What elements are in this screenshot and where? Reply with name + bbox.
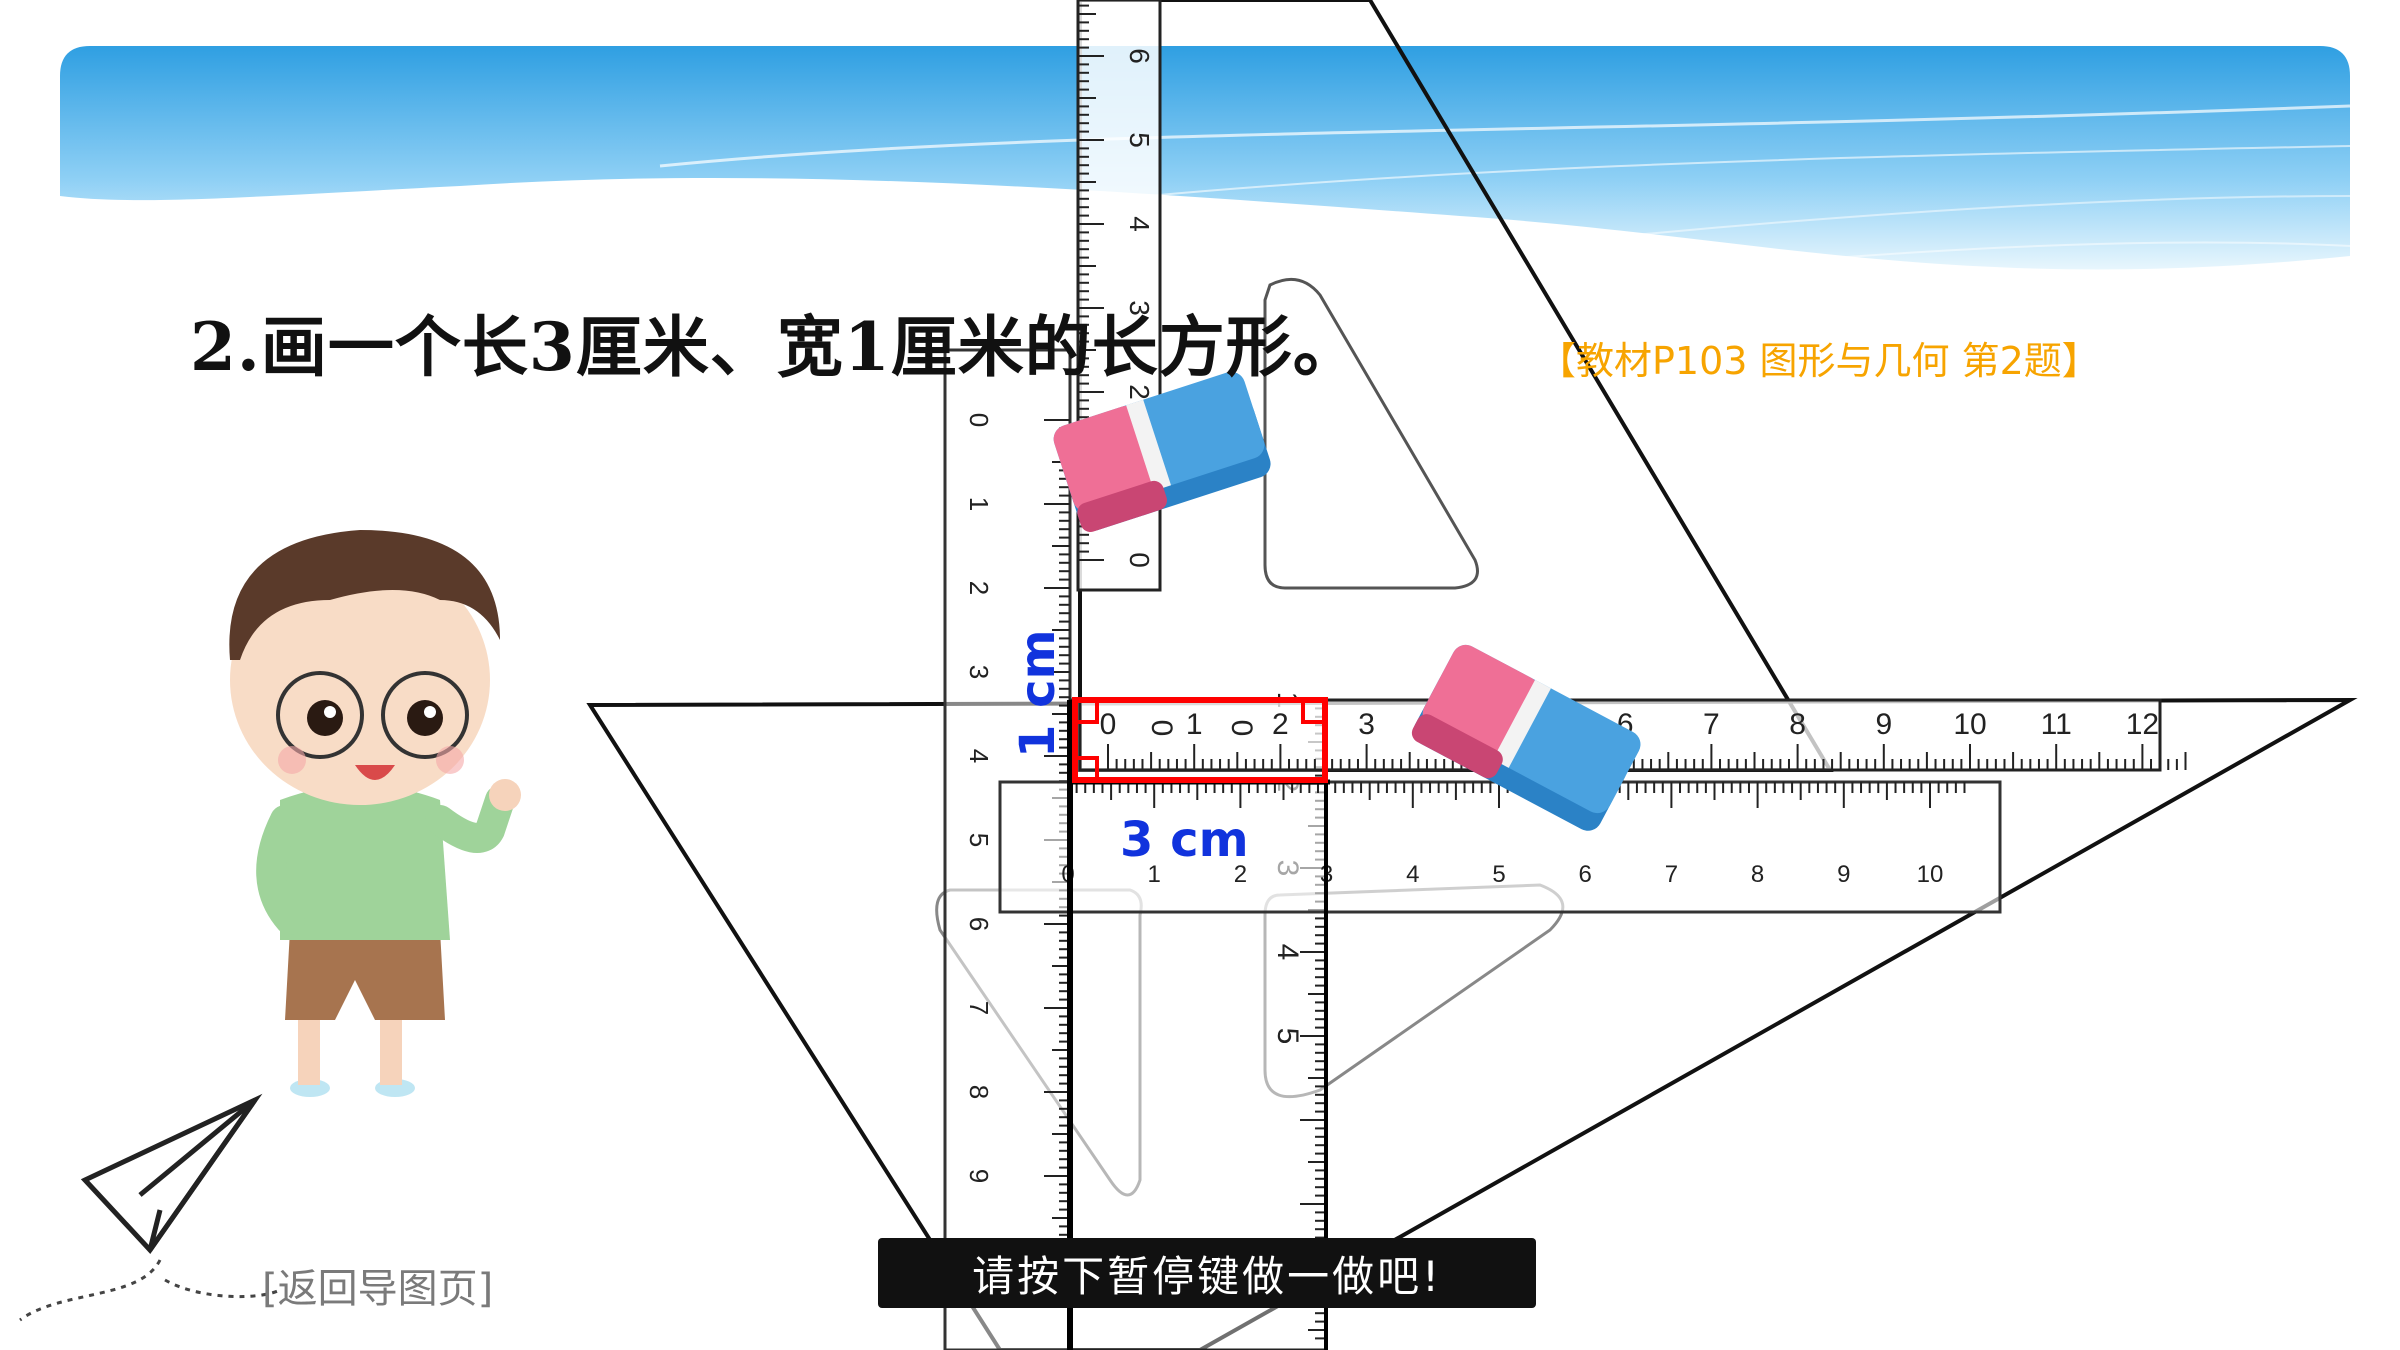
- boy-illustration: [229, 530, 521, 1097]
- ruler-tick-label: 6: [1124, 48, 1155, 64]
- eraser-icon: [1053, 371, 1271, 533]
- ruler-tick-label: 2: [1234, 861, 1247, 888]
- ruler-tick-label: 5: [1492, 861, 1505, 888]
- question-title: 2.画一个长3厘米、宽1厘米的长方形。: [190, 308, 1360, 386]
- ruler-tick-label: 3: [964, 665, 994, 679]
- set-square-cutout: [1263, 277, 1479, 590]
- ruler-tick-label: 7: [1665, 861, 1678, 888]
- ruler-tick-label: 3: [1358, 708, 1375, 741]
- back-to-map-link[interactable]: [返回导图页]: [262, 1266, 494, 1312]
- ruler-tick-label: 7: [1703, 708, 1720, 741]
- ruler-tick-label: 12: [2126, 708, 2159, 741]
- ruler-tick-label: 1: [1148, 861, 1161, 888]
- ruler-tick-label: 2: [1124, 384, 1155, 400]
- ruler-tick-label: 9: [1875, 708, 1892, 741]
- ruler-tick-label: 0: [964, 413, 994, 427]
- ref-bracket-close: 】: [2061, 339, 2100, 383]
- ruler-tick-label: 8: [1751, 861, 1764, 888]
- header-banner: [60, 46, 2350, 297]
- ref-bracket-open: 【: [1538, 339, 1577, 383]
- ruler-tick-label: 3: [1124, 300, 1155, 316]
- ruler-tick-label: 0: [1145, 720, 1178, 737]
- ref-text: 教材P103 图形与几何 第2题: [1576, 339, 2062, 383]
- ruler-tick-label: 2: [964, 581, 994, 595]
- length-label: 3 cm: [1120, 812, 1249, 868]
- paper-plane-icon: [19, 1093, 281, 1322]
- ruler-tick-label: 8: [1789, 708, 1806, 741]
- ruler-tick-label: 6: [964, 917, 994, 931]
- ruler-tick-label: 7: [964, 1001, 994, 1015]
- ruler-tick-label: 5: [964, 833, 994, 847]
- ruler-tick-label: 5: [1124, 132, 1155, 148]
- ruler-tick-label: 9: [964, 1169, 994, 1183]
- width-label: 1 cm: [1010, 629, 1066, 758]
- pause-prompt: 请按下暂停键做一做吧!: [878, 1238, 1536, 1308]
- ruler-tick-label: 4: [1124, 216, 1155, 232]
- eraser-icon: [1411, 644, 1641, 831]
- ruler-tick-label: 2: [1272, 708, 1289, 741]
- ruler-tick-label: 4: [1271, 944, 1304, 961]
- target-rectangle: [1072, 697, 1328, 783]
- ruler-tick-label: 11: [2041, 708, 2072, 741]
- ruler-tick-label: 0: [1124, 552, 1155, 568]
- ruler-tick-label: 6: [1579, 861, 1592, 888]
- ruler-tick-label: 1: [964, 497, 994, 511]
- ruler-tick-label: 0: [1225, 720, 1258, 737]
- ruler-tick-label: 5: [1271, 1028, 1304, 1045]
- ruler-tick-label: 0: [1100, 708, 1117, 741]
- ruler-tick-label: 4: [1406, 861, 1419, 888]
- ruler-tick-label: 4: [964, 749, 994, 763]
- ruler-tick-label: 1: [1186, 708, 1203, 741]
- ruler-tick-label: 9: [1837, 861, 1850, 888]
- ruler-tick-label: 10: [1953, 708, 1986, 741]
- textbook-reference: 【教材P103 图形与几何 第2题】: [1538, 330, 2100, 385]
- ruler-tick-label: 10: [1917, 861, 1944, 888]
- ruler-tick-label: 8: [964, 1085, 994, 1099]
